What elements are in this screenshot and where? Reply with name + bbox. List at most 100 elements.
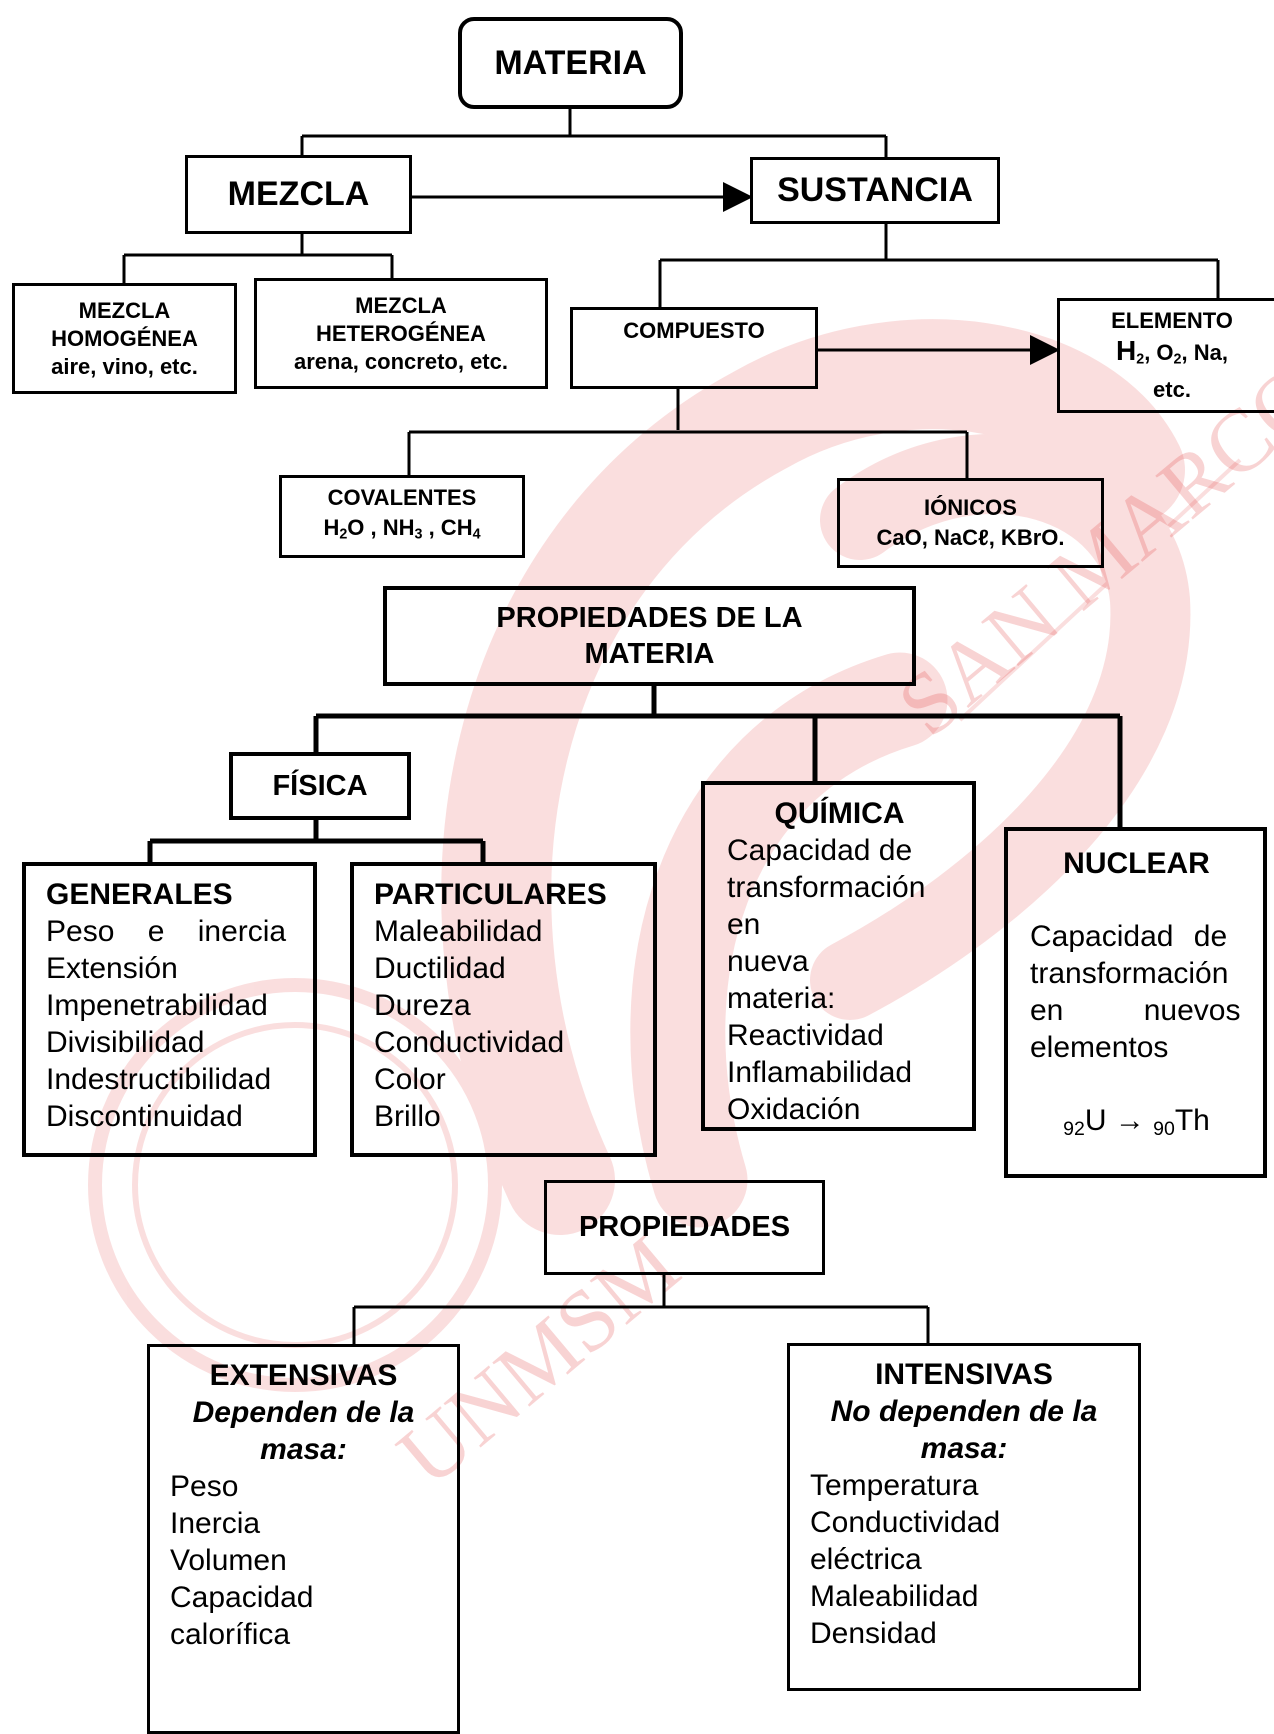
intensivas-item: Densidad (810, 1617, 937, 1650)
mezcla-label: MEZCLA (227, 175, 370, 214)
particulares-item: Dureza (374, 989, 471, 1022)
materia-root-label: MATERIA (494, 43, 647, 82)
nuclear-eq-z2: 90 (1153, 1117, 1175, 1140)
intensivas-item: Conductividad (810, 1506, 1001, 1539)
mezcla-box: MEZCLA (185, 155, 412, 234)
homogenea-line2: HOMOGÉNEA (51, 325, 198, 351)
intensivas-item: eléctrica (810, 1543, 922, 1576)
covalentes-f2-rest: , CH (422, 515, 473, 541)
mezcla-homogenea-box: MEZCLA HOMOGÉNEA aire, vino, etc. (12, 283, 237, 394)
nuclear-eq-arrow: → (1106, 1104, 1154, 1137)
fisica-box: FÍSICA (229, 752, 411, 820)
extensivas-item: Inercia (170, 1507, 261, 1540)
nuclear-title: NUCLEAR (1063, 847, 1210, 880)
nuclear-eq-u: U (1084, 1104, 1107, 1137)
generales-item: Divisibilidad (46, 1026, 205, 1059)
elemento-etc: etc. (1153, 376, 1191, 402)
covalentes-formulas: H2O , NH3 , CH4 (323, 513, 480, 550)
intensivas-title: INTENSIVAS (875, 1358, 1053, 1391)
generales-item: Indestructibilidad (46, 1063, 272, 1096)
intensivas-sub1: No dependen de la (830, 1395, 1098, 1428)
particulares-box: PARTICULARES Maleabilidad Ductilidad Dur… (350, 862, 657, 1157)
elemento-h: H (1116, 335, 1137, 367)
particulares-title: PARTICULARES (374, 878, 607, 911)
nuclear-eq-th: Th (1174, 1104, 1210, 1137)
extensivas-box: EXTENSIVAS Dependen de la masa: Peso Ine… (147, 1344, 460, 1734)
covalentes-f1-sub: 2 (339, 526, 348, 543)
extensivas-item: Capacidad (170, 1581, 314, 1614)
intensivas-item: Maleabilidad (810, 1580, 979, 1613)
generales-item: Extensión (46, 952, 178, 985)
mezcla-heterogenea-box: MEZCLA HETEROGÉNEA arena, concreto, etc. (254, 278, 548, 389)
homogenea-line3: aire, vino, etc. (51, 353, 198, 379)
particulares-item: Color (374, 1063, 446, 1096)
elemento-h-sub: 2 (1136, 351, 1145, 368)
propiedades-label: PROPIEDADES (578, 1211, 791, 1244)
quimica-item: Reactividad (727, 1019, 884, 1052)
elemento-o: , O (1144, 340, 1174, 366)
particulares-item: Maleabilidad (374, 915, 543, 948)
sustancia-box: SUSTANCIA (750, 157, 1000, 224)
quimica-box: QUÍMICA Capacidad de transformación en n… (701, 781, 976, 1131)
extensivas-title: EXTENSIVAS (209, 1359, 398, 1392)
nuclear-desc: transformación (1030, 957, 1229, 990)
homogenea-line1: MEZCLA (78, 297, 171, 323)
elemento-title: ELEMENTO (1111, 308, 1233, 334)
extensivas-item: calorífica (170, 1618, 291, 1651)
generales-item: Impenetrabilidad (46, 989, 268, 1022)
nuclear-desc: en nuevos (1030, 994, 1241, 1027)
quimica-desc: en nueva (727, 908, 809, 978)
extensivas-item: Volumen (170, 1544, 287, 1577)
generales-item: Peso e inercia (46, 915, 287, 948)
propiedades-materia-box: PROPIEDADES DE LA MATERIA (383, 586, 916, 686)
nuclear-box: NUCLEAR Capacidad de transformación en n… (1004, 827, 1267, 1178)
generales-item: Discontinuidad (46, 1100, 243, 1133)
propiedades-materia-line1: PROPIEDADES DE LA (496, 602, 803, 634)
quimica-desc: Capacidad de (727, 834, 913, 867)
covalentes-f1-rest: O , NH (347, 515, 415, 541)
covalentes-title: COVALENTES (327, 485, 477, 511)
compuesto-box: COMPUESTO (570, 307, 818, 389)
propiedades-materia-line2: MATERIA (584, 638, 715, 670)
quimica-title: QUÍMICA (774, 797, 905, 830)
generales-title: GENERALES (46, 878, 233, 911)
sustancia-label: SUSTANCIA (777, 171, 973, 210)
heterogenea-line2: HETEROGÉNEA (316, 320, 486, 346)
elemento-o-sub: 2 (1173, 351, 1182, 368)
nuclear-eq-z1: 92 (1063, 1117, 1085, 1140)
propiedades-box: PROPIEDADES (544, 1180, 825, 1275)
generales-box: GENERALES Peso e inercia Extensión Impen… (22, 862, 317, 1157)
extensivas-item: Peso (170, 1470, 239, 1503)
quimica-desc: transformación (727, 871, 926, 904)
extensivas-sub1: Dependen de la (192, 1396, 415, 1429)
elemento-box: ELEMENTO H2, O2, Na, etc. (1057, 298, 1274, 413)
covalentes-box: COVALENTES H2O , NH3 , CH4 (279, 475, 525, 558)
intensivas-sub2: masa: (920, 1432, 1008, 1465)
nuclear-desc: elementos (1030, 1031, 1169, 1064)
covalentes-f3-sub: 4 (472, 526, 481, 543)
intensivas-item: Temperatura (810, 1469, 979, 1502)
heterogenea-line3: arena, concreto, etc. (294, 348, 508, 374)
materia-root-box: MATERIA (458, 17, 683, 109)
fisica-label: FÍSICA (272, 769, 368, 802)
nuclear-equation: 92U → 90Th (1030, 1102, 1243, 1148)
ionicos-formulas: CaO, NaCℓ, KBrO. (876, 525, 1065, 550)
covalentes-f2-sub: 3 (414, 526, 423, 543)
covalentes-f1: H (323, 515, 340, 541)
intensivas-box: INTENSIVAS No dependen de la masa: Tempe… (787, 1343, 1141, 1691)
elemento-na: , Na, (1181, 340, 1228, 366)
particulares-item: Brillo (374, 1100, 441, 1133)
ionicos-title: IÓNICOS (924, 495, 1017, 520)
heterogenea-line1: MEZCLA (355, 292, 447, 318)
particulares-item: Conductividad (374, 1026, 565, 1059)
compuesto-label: COMPUESTO (623, 318, 765, 343)
nuclear-desc: Capacidad de (1030, 920, 1228, 953)
ionicos-box: IÓNICOS CaO, NaCℓ, KBrO. (837, 478, 1104, 568)
quimica-item: Oxidación (727, 1093, 861, 1126)
elemento-formulas: H2, O2, Na, (1116, 336, 1228, 375)
particulares-item: Ductilidad (374, 952, 506, 985)
extensivas-sub2: masa: (260, 1433, 347, 1466)
quimica-desc: materia: (727, 982, 836, 1015)
quimica-item: Inflamabilidad (727, 1056, 913, 1089)
